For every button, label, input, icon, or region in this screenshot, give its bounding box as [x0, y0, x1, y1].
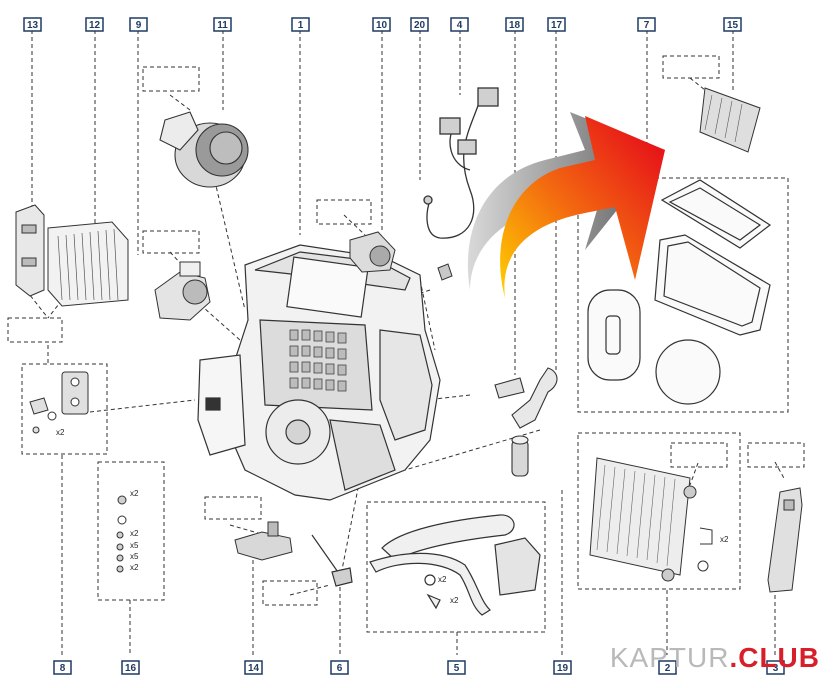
pipe-17 [511, 367, 558, 429]
qty-16-3: x5 [130, 541, 139, 550]
filter-15 [699, 87, 761, 153]
cabin-filter-12 [47, 221, 129, 307]
actuator-9 [154, 261, 211, 321]
filter-cover-13 [15, 204, 45, 297]
callout-4-label: 4 [457, 20, 463, 31]
callout-20-label: 20 [414, 20, 426, 31]
pipe-19 [511, 435, 529, 477]
callout-9: 9 [129, 17, 148, 32]
callout-18-label: 18 [509, 20, 521, 31]
callout-10: 10 [372, 17, 391, 32]
group-boxes [7, 55, 805, 633]
callout-16-label: 16 [125, 663, 137, 674]
callout-7-label: 7 [644, 20, 650, 31]
callout-2: 2 [658, 660, 677, 675]
callout-8-label: 8 [60, 663, 66, 674]
expansion-valve-8 [29, 371, 89, 434]
brand-part2: .CLUB [729, 642, 820, 673]
qty-16-2: x2 [130, 529, 139, 538]
callout-15-label: 15 [727, 20, 739, 31]
qty-16-1: x2 [130, 489, 139, 498]
callout-1-label: 1 [298, 20, 304, 31]
wiring-harness-4 [423, 87, 499, 239]
brand-part1: KAPTUR [609, 642, 730, 673]
callout-6: 6 [330, 660, 349, 675]
sensor-14 [234, 521, 293, 561]
callout-18: 18 [505, 17, 524, 32]
callout-9-label: 9 [136, 20, 142, 31]
big-arrow [467, 112, 665, 298]
callout-3-label: 3 [773, 663, 779, 674]
callout-5-label: 5 [454, 663, 460, 674]
callout-17-label: 17 [551, 20, 563, 31]
drain-hoses-5 [369, 514, 541, 616]
group-box-16 [97, 461, 165, 601]
callout-7: 7 [637, 17, 656, 32]
callout-16: 16 [121, 660, 140, 675]
heater-core-2 [589, 457, 713, 582]
bracket-3 [767, 487, 803, 593]
qty-2: x2 [720, 535, 729, 544]
hvac-housing [197, 244, 441, 501]
pipe-18 [494, 377, 525, 399]
callout-13: 13 [23, 17, 42, 32]
callout-20: 20 [410, 17, 429, 32]
qty-16-5: x2 [130, 563, 139, 572]
group-box-8 [21, 363, 108, 455]
fasteners-16 [116, 495, 127, 573]
qty-5a: x2 [438, 575, 447, 584]
callout-12-label: 12 [89, 20, 101, 31]
qty-16-4: x5 [130, 552, 139, 561]
qty-8: x2 [56, 428, 65, 437]
callout-2-label: 2 [665, 663, 671, 674]
blower-motor-11 [159, 111, 249, 188]
brand-watermark: KAPTUR.CLUB [610, 642, 820, 674]
qty-16-labels: x2 x2 x5 x5 x2 [130, 489, 139, 572]
callout-13-label: 13 [27, 20, 39, 31]
qty-5b: x2 [450, 596, 459, 605]
callout-1: 1 [291, 17, 310, 32]
screw-20 [437, 263, 453, 281]
probe-6 [311, 534, 353, 587]
callout-5: 5 [447, 660, 466, 675]
flap-motor-10 [349, 231, 396, 273]
callout-3: 3 [766, 660, 785, 675]
callouts-top: 13 12 9 11 1 10 20 4 18 17 7 15 [23, 17, 742, 32]
callouts-bottom: 8 16 14 6 5 19 2 3 [53, 660, 785, 675]
callout-12: 12 [85, 17, 104, 32]
group-box-7 [577, 177, 789, 413]
seals-7 [587, 179, 772, 405]
callout-11: 11 [213, 17, 232, 32]
callout-10-label: 10 [376, 20, 388, 31]
callout-17: 17 [547, 17, 566, 32]
callout-19: 19 [553, 660, 572, 675]
callout-14-label: 14 [248, 663, 260, 674]
callout-8: 8 [53, 660, 72, 675]
callout-14: 14 [244, 660, 263, 675]
callout-15: 15 [723, 17, 742, 32]
callout-4: 4 [450, 17, 469, 32]
group-box-2 [577, 432, 741, 590]
callout-11-label: 11 [217, 20, 228, 31]
callout-19-label: 19 [557, 663, 569, 674]
callout-6-label: 6 [337, 663, 343, 674]
